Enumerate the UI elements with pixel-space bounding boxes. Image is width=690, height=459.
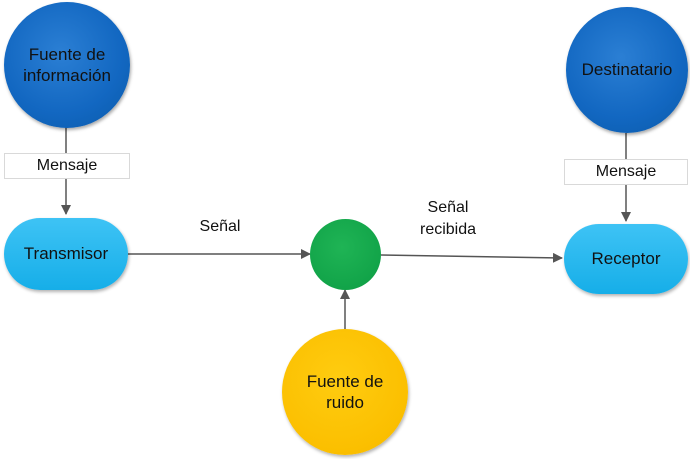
noise-source-node: Fuente de ruido [282, 329, 408, 455]
information-source-node: Fuente de información [4, 2, 130, 128]
transmitter-label: Transmisor [23, 244, 109, 264]
arrow-channel-to-receiver [380, 252, 563, 263]
channel-node [310, 219, 381, 290]
receiver-node: Receptor [564, 224, 688, 294]
message-label-left: Mensaje [4, 153, 130, 179]
noise-source-label: Fuente de ruido [306, 371, 384, 412]
transmitter-node: Transmisor [4, 218, 128, 290]
receiver-label: Receptor [591, 249, 661, 269]
destination-label: Destinatario [581, 60, 673, 80]
destination-node: Destinatario [566, 7, 688, 133]
message-label-right: Mensaje [564, 159, 688, 185]
signal-label: Señal [199, 218, 241, 235]
received-signal-label: Señal recibida [419, 199, 477, 238]
information-source-label: Fuente de información [23, 44, 111, 85]
